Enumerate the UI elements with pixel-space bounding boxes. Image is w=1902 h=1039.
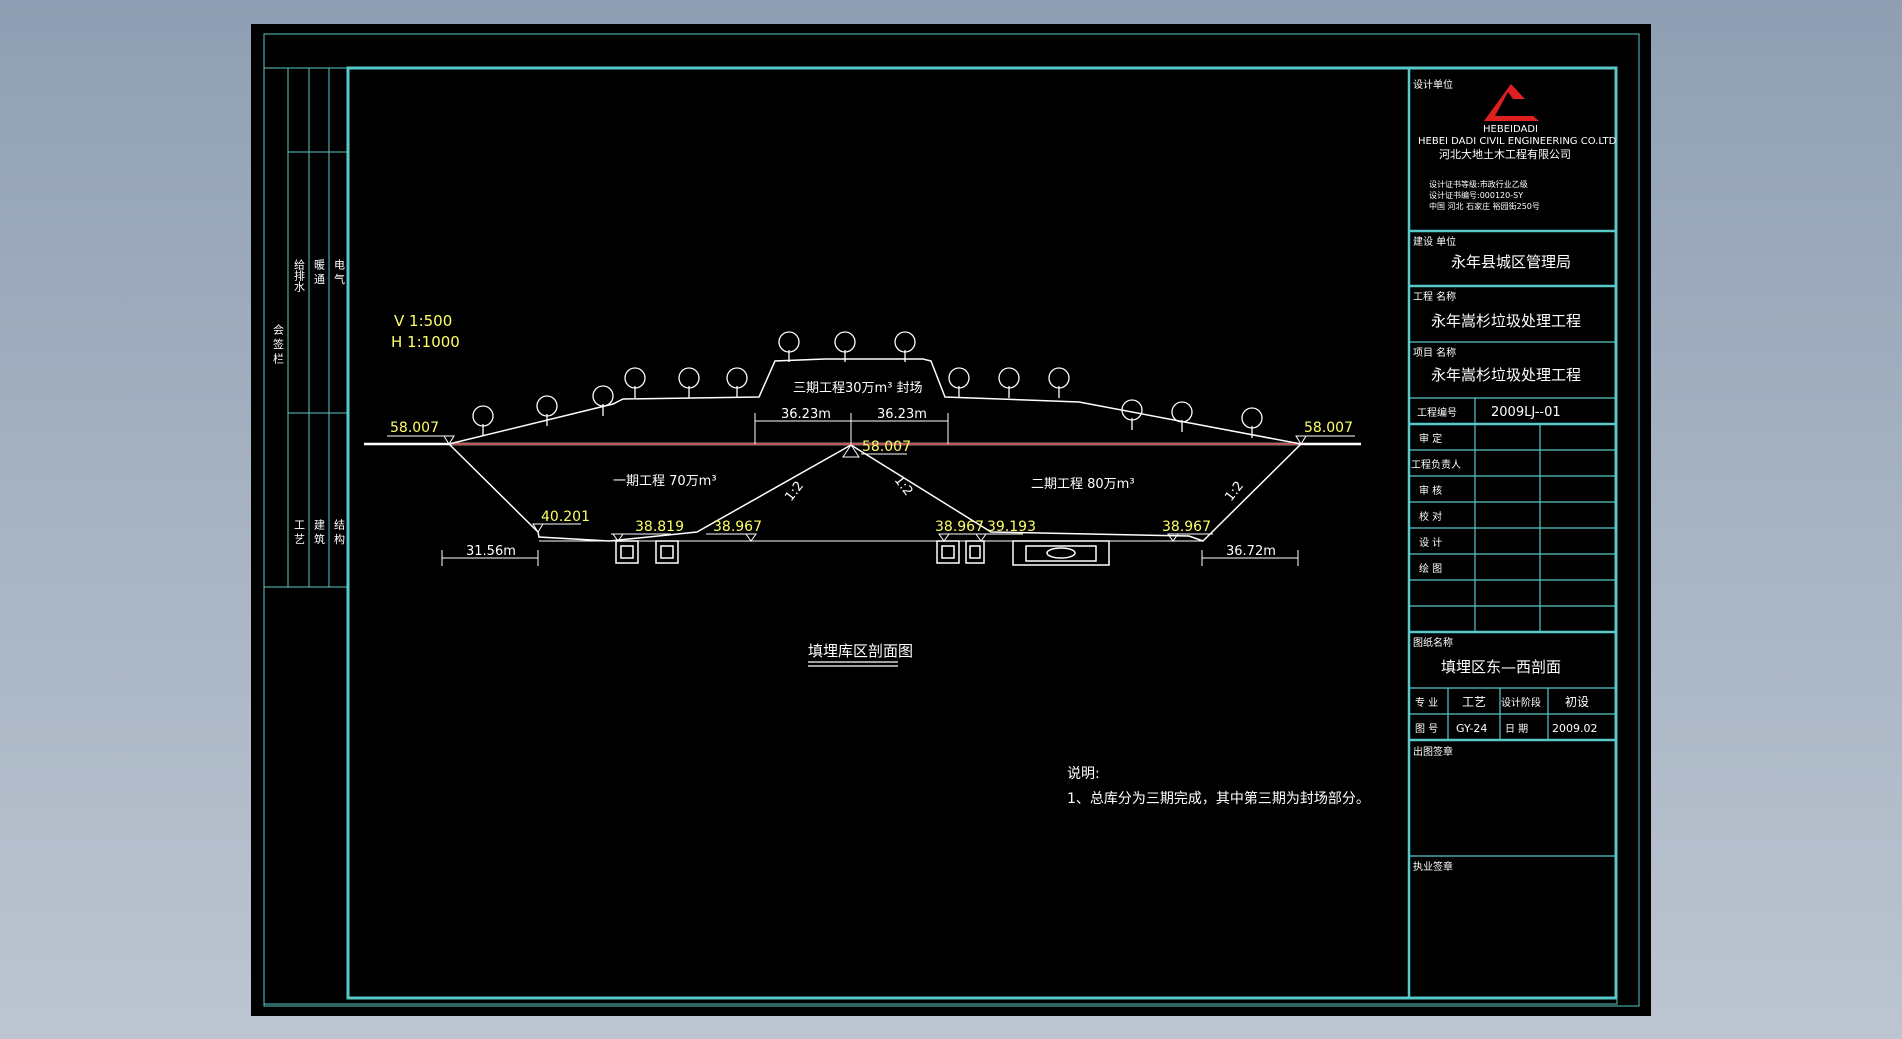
company-logo-icon bbox=[1484, 84, 1539, 121]
tree-icon bbox=[624, 367, 646, 398]
dimension-lines bbox=[441, 413, 1299, 566]
tree-icon bbox=[1121, 399, 1143, 430]
pit-profile bbox=[448, 443, 1302, 542]
dim-right: 36.72m bbox=[1226, 544, 1276, 559]
phase1-label: 一期工程 70万m³ bbox=[613, 474, 717, 489]
date: 2009.02 bbox=[1552, 722, 1598, 735]
title-block bbox=[1407, 66, 1618, 1000]
strip-process: 工 艺 bbox=[293, 519, 306, 545]
left-signature-strip bbox=[264, 67, 348, 588]
drawing-name: 填埋区东—西剖面 bbox=[1441, 658, 1561, 676]
client-label: 建设 单位 bbox=[1413, 235, 1456, 248]
date-label: 日 期 bbox=[1505, 723, 1528, 735]
company-cn: 河北大地土木工程有限公司 bbox=[1439, 147, 1571, 161]
tree-icon bbox=[678, 367, 700, 398]
drain-pipes bbox=[615, 540, 1110, 566]
project-no-label: 工程编号 bbox=[1417, 406, 1457, 419]
project-label: 工程 名称 bbox=[1413, 290, 1456, 303]
tree-icon bbox=[894, 331, 916, 362]
cert-grade: 设计证书等级:市政行业乙级 bbox=[1429, 179, 1528, 189]
elev-right-top: 58.007 bbox=[1304, 420, 1353, 436]
drawing-sheet: 会 签 栏 给排水 暖 通 电 气 工 艺 建 筑 结 构 V 1:500 H … bbox=[251, 24, 1651, 1016]
role-approve: 审 定 bbox=[1419, 432, 1442, 445]
practice-seal-label: 执业签章 bbox=[1413, 860, 1453, 873]
role-design: 设 计 bbox=[1419, 536, 1442, 549]
tree-icon bbox=[1171, 401, 1193, 432]
company-address: 中国 河北 石家庄 裕园街250号 bbox=[1429, 201, 1540, 211]
tree-icon bbox=[948, 367, 970, 398]
elev-38967-a: 38.967 bbox=[713, 519, 762, 535]
project-name: 永年嵩杉垃圾处理工程 bbox=[1431, 312, 1581, 330]
design-unit-label: 设计单位 bbox=[1413, 78, 1453, 91]
discipline: 工艺 bbox=[1462, 695, 1486, 709]
role-draw: 绘 图 bbox=[1419, 562, 1442, 575]
project-no: 2009LJ--01 bbox=[1491, 405, 1561, 420]
strip-electric: 电 气 bbox=[333, 259, 346, 285]
strip-architecture: 建 筑 bbox=[313, 518, 326, 545]
scale-horizontal: H 1:1000 bbox=[391, 333, 460, 351]
elev-39193: 39.193 bbox=[987, 519, 1036, 535]
cert-no: 设计证书编号:000120-SY bbox=[1429, 190, 1523, 200]
role-review: 审 核 bbox=[1419, 484, 1442, 497]
apex-marker bbox=[842, 444, 860, 458]
phase2-label: 二期工程 80万m³ bbox=[1031, 477, 1135, 492]
scale-vertical: V 1:500 bbox=[394, 312, 452, 330]
strip-water: 给排水 bbox=[293, 259, 306, 292]
item-label: 项目 名称 bbox=[1413, 346, 1456, 359]
dim-top-left: 36.23m bbox=[781, 407, 831, 422]
stage-label: 设计阶段 bbox=[1501, 696, 1541, 709]
tree-icon bbox=[592, 385, 614, 416]
elev-left-top: 58.007 bbox=[390, 420, 439, 436]
tree-icon bbox=[834, 331, 856, 362]
notes-heading: 说明: bbox=[1067, 766, 1100, 782]
tree-icon bbox=[536, 395, 558, 426]
slope-label-b: 1:2 bbox=[891, 473, 916, 499]
issue-seal-label: 出图签章 bbox=[1413, 745, 1453, 758]
elev-center: 58.007 bbox=[862, 439, 911, 455]
strip-structure: 结 构 bbox=[333, 519, 346, 545]
cad-drawing: 会 签 栏 给排水 暖 通 电 气 工 艺 建 筑 结 构 V 1:500 H … bbox=[263, 33, 1640, 1007]
tree-icon bbox=[1241, 407, 1263, 438]
dim-left: 31.56m bbox=[466, 544, 516, 559]
dim-top-right: 36.23m bbox=[877, 407, 927, 422]
drawing-name-label: 图纸名称 bbox=[1413, 636, 1453, 649]
item-name: 永年嵩杉垃圾处理工程 bbox=[1431, 366, 1581, 384]
company-en: HEBEI DADI CIVIL ENGINEERING CO.LTD bbox=[1418, 136, 1617, 147]
tree-icon bbox=[778, 331, 800, 362]
strip-hvac: 暖 通 bbox=[313, 259, 326, 285]
tree-icon bbox=[1048, 367, 1070, 398]
drawing-title: 填埋库区剖面图 bbox=[808, 642, 913, 660]
elev-38967-c: 38.967 bbox=[1162, 519, 1211, 535]
strip-countersign: 会 签 栏 bbox=[272, 324, 285, 364]
role-check: 校 对 bbox=[1419, 510, 1442, 523]
drawing-no: GY-24 bbox=[1456, 722, 1487, 735]
elev-38967-b: 38.967 bbox=[935, 519, 984, 535]
slope-label-a: 1:2 bbox=[782, 479, 807, 505]
company-abbr: HEBEIDADI bbox=[1483, 124, 1538, 135]
drawing-no-label: 图 号 bbox=[1415, 723, 1438, 735]
trees bbox=[472, 331, 1263, 438]
stage: 初设 bbox=[1565, 695, 1589, 709]
cap-profile bbox=[448, 358, 1302, 445]
tree-icon bbox=[998, 367, 1020, 398]
tree-icon bbox=[472, 405, 494, 436]
role-project-lead: 工程负责人 bbox=[1411, 458, 1461, 471]
discipline-label: 专 业 bbox=[1415, 696, 1438, 709]
elev-40: 40.201 bbox=[541, 509, 590, 525]
notes-line-1: 1、总库分为三期完成，其中第三期为封场部分。 bbox=[1067, 790, 1370, 807]
elev-38819: 38.819 bbox=[635, 519, 684, 535]
tree-icon bbox=[726, 367, 748, 398]
phase3-label: 三期工程30万m³ 封场 bbox=[793, 381, 923, 396]
client-name: 永年县城区管理局 bbox=[1451, 253, 1571, 271]
